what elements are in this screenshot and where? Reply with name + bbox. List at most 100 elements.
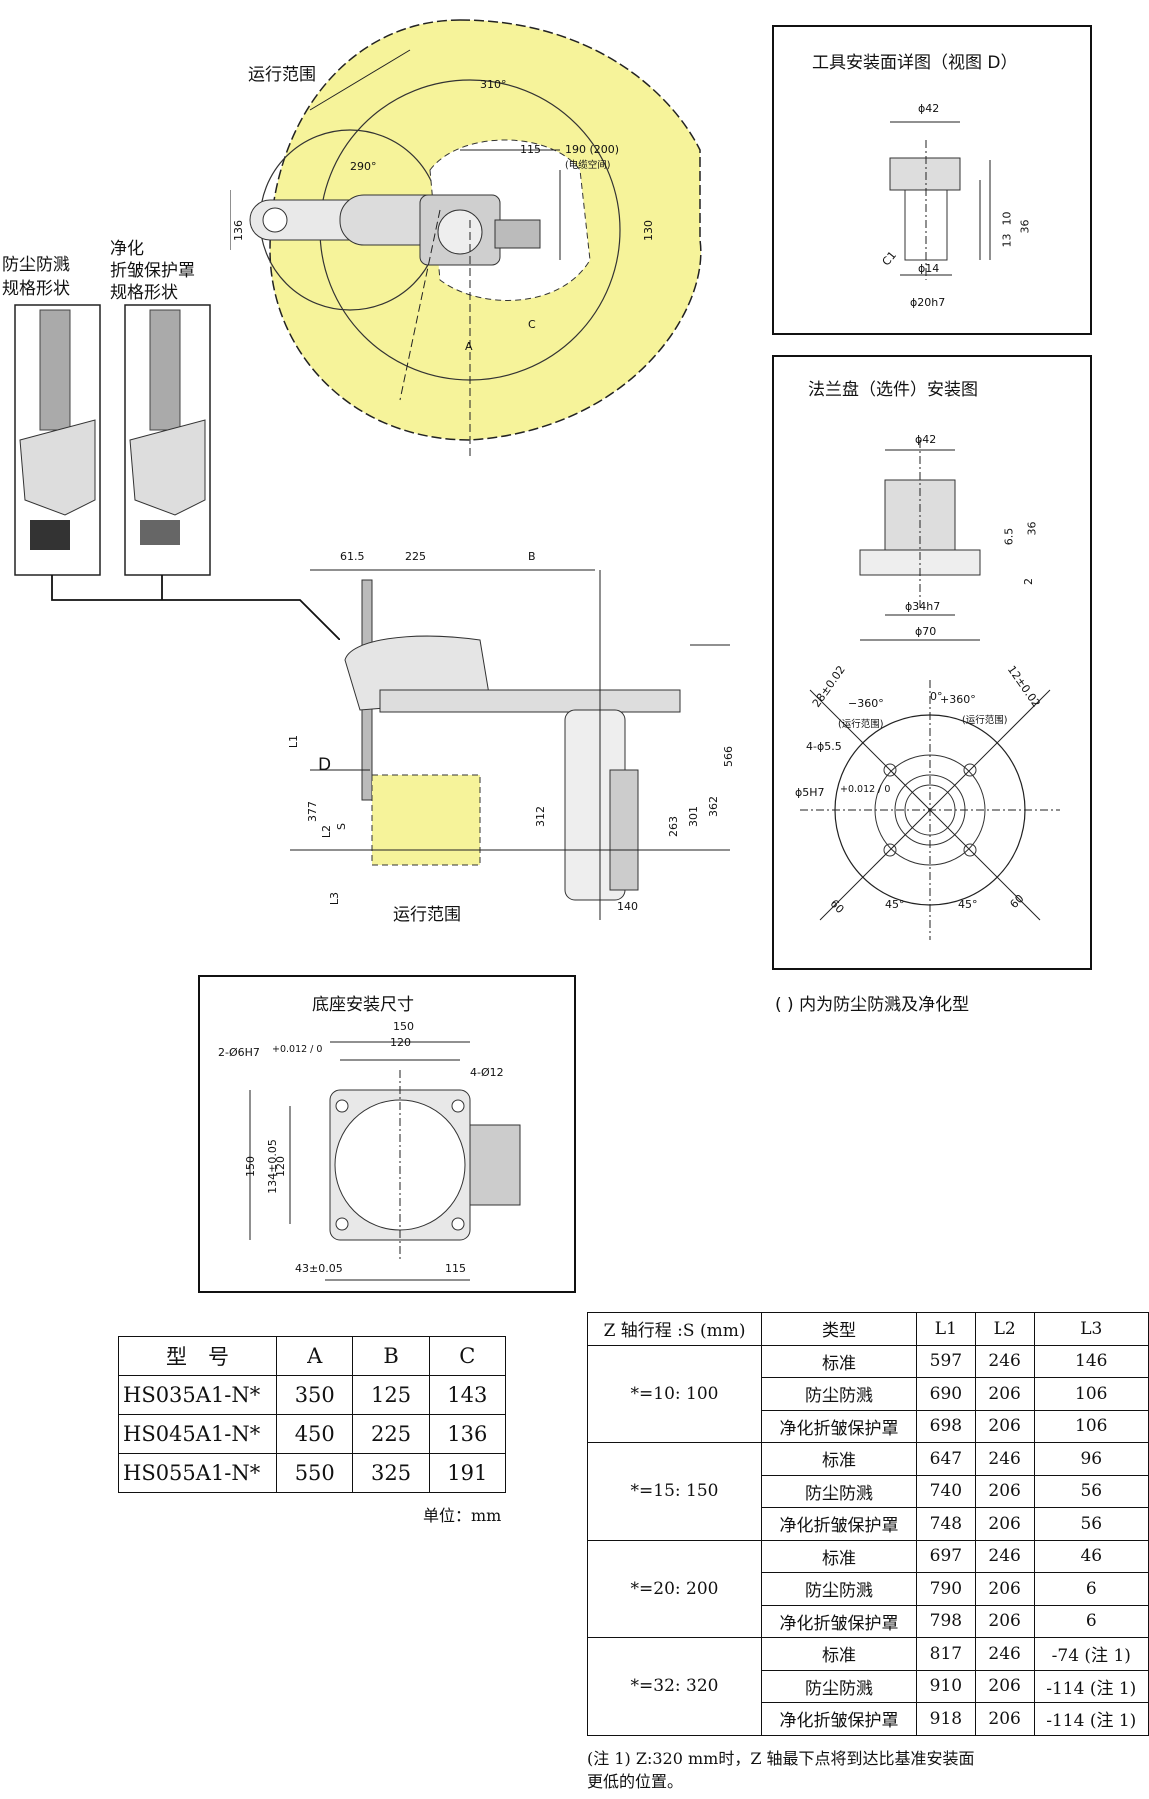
table-row: *=15: 150 标准 647 246 96 [586, 1442, 1149, 1541]
table-cell: 46 [1033, 1539, 1149, 1573]
tool-detail-title: 工具安装面详图（视图 D） [812, 53, 1018, 73]
table-header-cell: 类型 [761, 1312, 917, 1346]
table-row: 防尘防溅 790 206 6 [588, 1572, 1149, 1606]
table-cell: 246 [974, 1442, 1035, 1476]
footnote-line-2: 更低的位置。 [587, 1772, 684, 1791]
base-holes: 4-Ø12 [470, 1066, 504, 1079]
bellows-drawings [14, 304, 340, 640]
stroke-cell: *=32: 320 [586, 1637, 763, 1736]
tool-phi14: ϕ14 [918, 262, 940, 275]
dim-301: 301 [687, 806, 700, 827]
footnote-line-1: (注 1) Z:320 mm时，Z 轴最下点将到达比基准安装面 [587, 1749, 975, 1768]
table-cell: 6 [1033, 1572, 1149, 1606]
table-cell: 191 [428, 1453, 507, 1493]
flange-frame [772, 355, 1092, 970]
top-view-drawing [230, 19, 702, 460]
table-cell: 246 [974, 1637, 1035, 1671]
table-cell: HS055A1-N* [117, 1453, 278, 1493]
angle-290: 290° [350, 160, 377, 173]
base-pins-tol: +0.012 / 0 [272, 1044, 323, 1055]
dim-190: 190 (200) [565, 143, 620, 156]
clean-label-3: 规格形状 [110, 283, 178, 303]
tool-dim-10: 10 [1000, 211, 1014, 226]
table-header-cell: Z 轴行程 :S (mm) [586, 1312, 763, 1346]
table-cell: 96 [1033, 1442, 1149, 1476]
unit-label: 单位：mm [423, 1506, 502, 1525]
label-L2: L2 [320, 824, 334, 839]
tool-detail-frame [772, 25, 1092, 335]
paren-note: ( ) 内为防尘防溅及净化型 [775, 995, 970, 1015]
table-header-cell: B [352, 1336, 430, 1376]
side-range-label: 运行范围 [393, 905, 461, 925]
tool-detail-drawing [889, 121, 991, 280]
table-cell: 防尘防溅 [761, 1377, 917, 1411]
table-cell: 标准 [761, 1442, 917, 1476]
table-cell: 748 [915, 1507, 976, 1541]
table-header-cell: L1 [915, 1312, 976, 1346]
table-row: 净化折皱保护罩 748 206 56 [588, 1507, 1149, 1541]
table-cell: 790 [915, 1572, 976, 1606]
table-cell: 225 [352, 1414, 430, 1454]
table-row: *=10: 100 标准 597 246 146 [586, 1344, 1149, 1443]
table-row: 净化折皱保护罩 798 206 6 [588, 1604, 1149, 1638]
table-cell: 910 [915, 1669, 976, 1703]
base-dim-150: 150 [393, 1020, 414, 1033]
dim-61-5: 61.5 [340, 550, 365, 563]
table-cell: 防尘防溅 [761, 1669, 917, 1703]
flange-dim-45b: 45° [958, 898, 978, 911]
table-cell: HS045A1-N* [117, 1414, 278, 1454]
table-row: HS045A1-N* 450 225 136 [117, 1414, 507, 1454]
dim-136: 136 [232, 220, 245, 241]
table-cell: 550 [276, 1453, 354, 1493]
table-row: 防尘防溅 690 206 106 [588, 1377, 1149, 1411]
table-cell: 125 [352, 1375, 430, 1415]
flange-phi34: ϕ34h7 [905, 600, 941, 613]
table-cell: -114 (注 1) [1033, 1702, 1149, 1736]
base-drawing [249, 1041, 521, 1281]
table-header-cell: C [428, 1336, 507, 1376]
table-cell: 净化折皱保护罩 [761, 1702, 917, 1736]
table-cell: 325 [352, 1453, 430, 1493]
flange-phi42: ϕ42 [915, 433, 937, 446]
base-dim-115: 115 [445, 1262, 466, 1275]
angle-310: 310° [480, 78, 507, 91]
table-cell: 246 [974, 1344, 1035, 1378]
tool-phi20: ϕ20h7 [910, 296, 946, 309]
table-cell: 143 [428, 1375, 507, 1415]
table-cell: 净化折皱保护罩 [761, 1409, 917, 1443]
label-L1: L1 [287, 734, 301, 749]
table-cell: HS035A1-N* [117, 1375, 278, 1415]
table-header-cell: 型 号 [117, 1336, 278, 1376]
table-cell: 817 [915, 1637, 976, 1671]
table-header-cell: A [276, 1336, 354, 1376]
table-row: HS055A1-N* 550 325 191 [117, 1453, 507, 1493]
flange-dim-45a: 45° [885, 898, 905, 911]
table-cell: 918 [915, 1702, 976, 1736]
table-cell: 136 [428, 1414, 507, 1454]
dim-263: 263 [667, 816, 680, 837]
label-L3: L3 [328, 891, 342, 906]
table-cell: 标准 [761, 1637, 917, 1671]
label-S: S [334, 823, 348, 830]
tool-dim-36: 36 [1018, 219, 1032, 234]
table-row: 防尘防溅 910 206 -114 (注 1) [588, 1669, 1149, 1703]
dim-130: 130 [642, 220, 655, 241]
table-row: *=32: 320 标准 817 246 -74 (注 1) [586, 1637, 1149, 1736]
table-cell: 697 [915, 1539, 976, 1573]
table-cell: 597 [915, 1344, 976, 1378]
flange-dim-6-5: 6.5 [1002, 527, 1016, 546]
dim-225: 225 [405, 550, 426, 563]
stroke-cell: *=10: 100 [586, 1344, 763, 1443]
dim-362: 362 [707, 796, 720, 817]
base-title: 底座安装尺寸 [312, 995, 414, 1015]
flange-drawing [800, 440, 1060, 940]
table-cell: 350 [276, 1375, 354, 1415]
dim-140: 140 [617, 900, 638, 913]
stroke-cell: *=15: 150 [586, 1442, 763, 1541]
table-cell: 防尘防溅 [761, 1572, 917, 1606]
table-header-row: 型 号 A B C [117, 1336, 507, 1376]
table-cell: -74 (注 1) [1033, 1637, 1149, 1671]
clean-label-2: 折皱保护罩 [110, 261, 195, 281]
table-cell: 740 [915, 1474, 976, 1508]
flange-title: 法兰盘（选件）安装图 [808, 380, 978, 400]
